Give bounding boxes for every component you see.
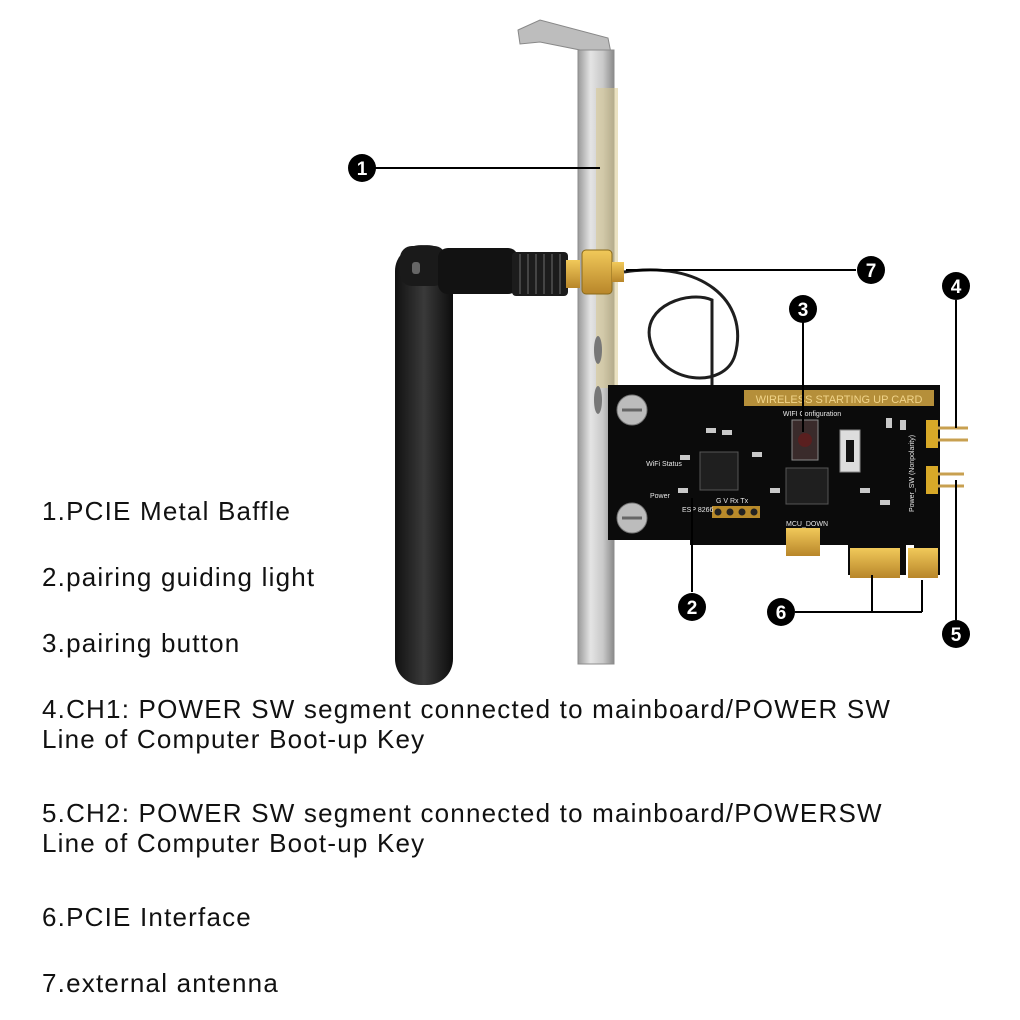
svg-text:3: 3 — [798, 300, 809, 321]
external-antenna — [395, 245, 624, 685]
pcb-board: WIRELESS STARTING UP CARD — [608, 385, 968, 578]
pcie-card-illustration: WIRELESS STARTING UP CARD — [348, 19, 970, 685]
silk-power-sw: Power_SW (Nonpolarity) — [909, 435, 916, 512]
svg-text:6: 6 — [776, 603, 787, 624]
silk-wifi-status: WiFi Status — [646, 461, 682, 468]
legend-item-2: 2.pairing guiding light — [42, 562, 315, 592]
legend-item-6: 6.PCIE Interface — [42, 902, 252, 932]
legend-line: Line of Computer Boot-up Key — [42, 724, 426, 754]
legend-item-1: 1.PCIE Metal Baffle — [42, 496, 291, 526]
callout-5: 5 — [942, 620, 970, 648]
legend-line: 3.pairing button — [42, 628, 241, 658]
svg-text:2: 2 — [687, 598, 698, 619]
svg-text:5: 5 — [951, 625, 962, 646]
callout-lines — [374, 167, 957, 620]
silk-power: Power — [650, 493, 671, 500]
callouts: 1 2 3 4 5 6 7 — [348, 154, 970, 648]
callout-4: 4 — [942, 272, 970, 300]
legend-item-4: 4.CH1: POWER SW segment connected to mai… — [42, 694, 891, 754]
svg-text:1: 1 — [357, 159, 368, 180]
callout-2: 2 — [678, 593, 706, 621]
legend-line: 5.CH2: POWER SW segment connected to mai… — [42, 798, 883, 828]
legend-line: 2.pairing guiding light — [42, 562, 316, 592]
board-label: WIRELESS STARTING UP CARD — [756, 394, 923, 406]
pcie-metal-baffle — [517, 19, 618, 665]
silk-esp: ESP 8266 — [682, 507, 714, 514]
legend-line: 7.external antenna — [42, 968, 279, 998]
legend-line: 6.PCIE Interface — [42, 902, 252, 932]
callout-7: 7 — [857, 256, 885, 284]
legend-line: 4.CH1: POWER SW segment connected to mai… — [42, 694, 892, 724]
silk-mcu-down: MCU_DOWN — [786, 521, 828, 528]
callout-3: 3 — [789, 295, 817, 323]
legend-line: 1.PCIE Metal Baffle — [42, 496, 292, 526]
legend-item-7: 7.external antenna — [42, 968, 279, 998]
pcie-gold-fingers — [850, 548, 938, 578]
legend-item-5: 5.CH2: POWER SW segment connected to mai… — [42, 798, 883, 858]
legend-item-3: 3.pairing button — [42, 628, 240, 658]
antenna-cable — [623, 268, 740, 405]
silk-wifi-config: WIFI Configuration — [783, 411, 841, 418]
silk-uart-pins: G V Rx Tx — [716, 498, 749, 505]
svg-text:4: 4 — [951, 277, 962, 298]
callout-1: 1 — [348, 154, 376, 182]
callout-6: 6 — [767, 598, 795, 626]
legend-line: Line of Computer Boot-up Key — [42, 828, 426, 858]
svg-text:7: 7 — [866, 261, 877, 282]
